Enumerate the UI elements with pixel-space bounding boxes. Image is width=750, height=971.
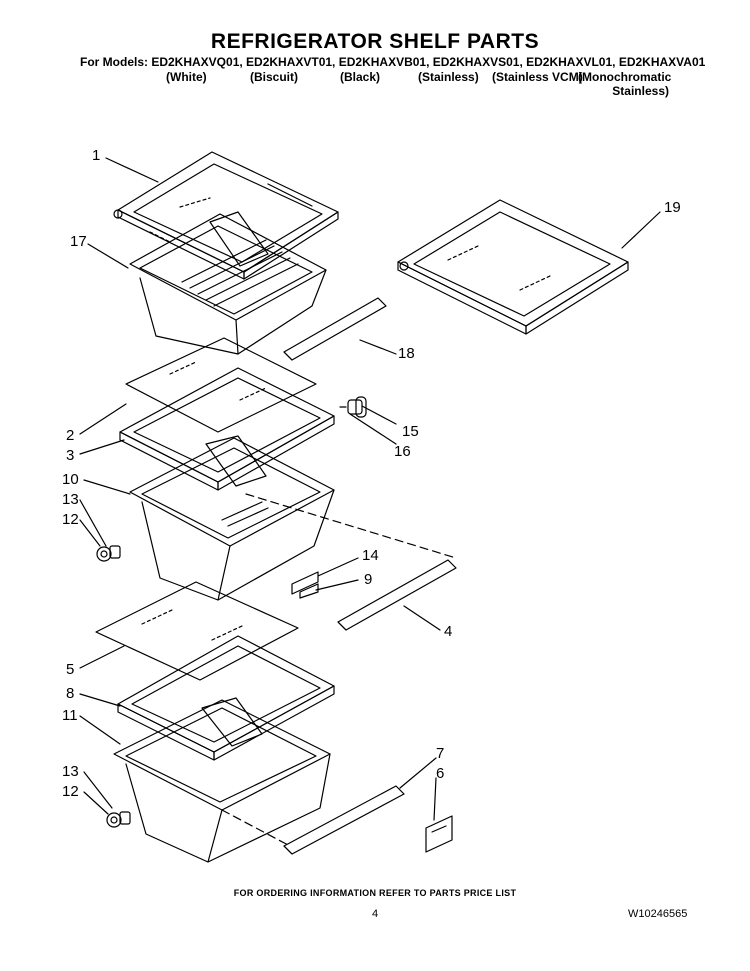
callout-12b: 12	[62, 783, 79, 800]
callout-15: 15	[402, 423, 419, 440]
callout-13b: 13	[62, 763, 79, 780]
variant-monochromatic-2: Stainless)	[612, 84, 669, 98]
ordering-info-footer: FOR ORDERING INFORMATION REFER TO PARTS …	[233, 888, 517, 898]
callout-18: 18	[398, 345, 415, 362]
page-title: REFRIGERATOR SHELF PARTS	[210, 30, 540, 53]
part-8-frame	[117, 635, 335, 761]
part-15-16-fastener	[339, 396, 367, 418]
callout-8: 8	[66, 685, 74, 702]
leader-lines	[79, 157, 661, 821]
part-11-drawer	[113, 697, 331, 863]
document-number: W10246565	[628, 908, 688, 920]
part-2-glass	[125, 337, 317, 433]
callout-11: 11	[62, 707, 78, 724]
callout-2: 2	[66, 427, 74, 444]
part-3-frame	[119, 367, 335, 491]
page-number: 4	[372, 908, 379, 920]
callout-17: 17	[70, 233, 87, 250]
variant-white: (White)	[166, 70, 207, 84]
callout-6: 6	[436, 765, 444, 782]
part-4-trim	[337, 559, 457, 631]
callout-3: 3	[66, 447, 74, 464]
callout-10: 10	[62, 471, 79, 488]
callout-1: 1	[92, 147, 100, 164]
part-7-trim	[283, 785, 405, 855]
part-6-clip	[425, 815, 453, 853]
part-10-drawer	[129, 435, 457, 601]
variant-black: (Black)	[340, 70, 381, 84]
callout-9: 9	[364, 571, 372, 588]
callout-12: 12	[62, 511, 79, 528]
part-17-crisper	[129, 211, 327, 355]
part-18-trim	[283, 297, 387, 361]
part-12-13-knob-upper	[96, 545, 121, 562]
variant-biscuit: (Biscuit)	[250, 70, 298, 84]
part-5-glass	[95, 581, 299, 681]
part-12-13-knob-lower	[106, 811, 131, 828]
callout-19: 19	[664, 199, 681, 216]
callout-4: 4	[444, 623, 452, 640]
part-1-shelf-frame	[113, 151, 339, 280]
callout-5: 5	[66, 661, 74, 678]
callout-14: 14	[362, 547, 379, 564]
part-19-shelf	[397, 199, 629, 335]
callout-7: 7	[436, 745, 444, 762]
variant-stainless: (Stainless)	[418, 70, 479, 84]
variant-monochromatic: (Monochromatic	[578, 70, 672, 84]
callout-13: 13	[62, 491, 79, 508]
models-line: For Models: ED2KHAXVQ01, ED2KHAXVT01, ED…	[80, 55, 706, 69]
callout-16: 16	[394, 443, 411, 460]
variant-stainless-vcm: (Stainless VCM)	[492, 70, 583, 84]
part-14-9-clip	[291, 571, 319, 599]
callout-labels: 1 17 19 18 2 3 15 16 10 13 12 14 9 4 5 8…	[62, 147, 681, 800]
